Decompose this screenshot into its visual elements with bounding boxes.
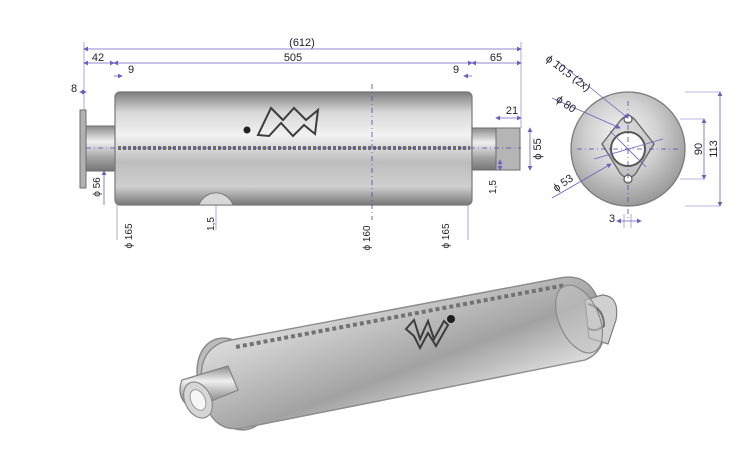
side-view [79, 84, 521, 220]
bottom-drain [198, 192, 234, 206]
left-flange [79, 109, 87, 189]
outlet-step-label: 1,5 [488, 180, 499, 194]
iso-body [200, 276, 606, 430]
flange-diameter-label: ϕ 80 [553, 93, 577, 115]
logo-icon [256, 106, 320, 138]
body-diameter-left-label: ϕ 165 [124, 223, 135, 249]
isometric-muffler [179, 276, 618, 431]
hole-offset-label: 3 [609, 213, 615, 225]
right-inner-label: 9 [453, 64, 459, 76]
body-diameter-right-label: ϕ 165 [441, 223, 452, 249]
side-view-dimensions: (612) 42 505 65 9 9 8 21 ϕ 55 1,5 ϕ 56 ϕ… [71, 37, 544, 251]
rear-cap [554, 284, 604, 354]
iso-logo-icon [404, 318, 450, 351]
right-offset-label: 65 [490, 52, 502, 64]
left-offset-label: 42 [92, 52, 104, 64]
seam-height-label: 1,5 [206, 217, 217, 231]
left-pipe [85, 125, 117, 172]
body-length-label: 505 [284, 52, 302, 64]
flange-height-label: 113 [708, 140, 720, 158]
left-diameter-label: ϕ 56 [92, 177, 103, 197]
left-inner-label: 9 [128, 64, 134, 76]
outlet-tip-label: 21 [506, 105, 518, 117]
hole-spacing-label: 90 [693, 143, 705, 155]
iso-mount-dot [447, 315, 455, 323]
flange-width-label: 8 [71, 83, 77, 95]
overall-length-label: (612) [289, 37, 315, 49]
end-view [570, 91, 686, 221]
outlet-diameter-label: ϕ 55 [532, 138, 544, 159]
mount-dot [243, 126, 251, 134]
front-pipe-inner [189, 389, 207, 411]
inner-diameter-label: ϕ 160 [362, 225, 373, 251]
hole-diameter-label: ϕ 10,5 (2x) [543, 53, 592, 94]
